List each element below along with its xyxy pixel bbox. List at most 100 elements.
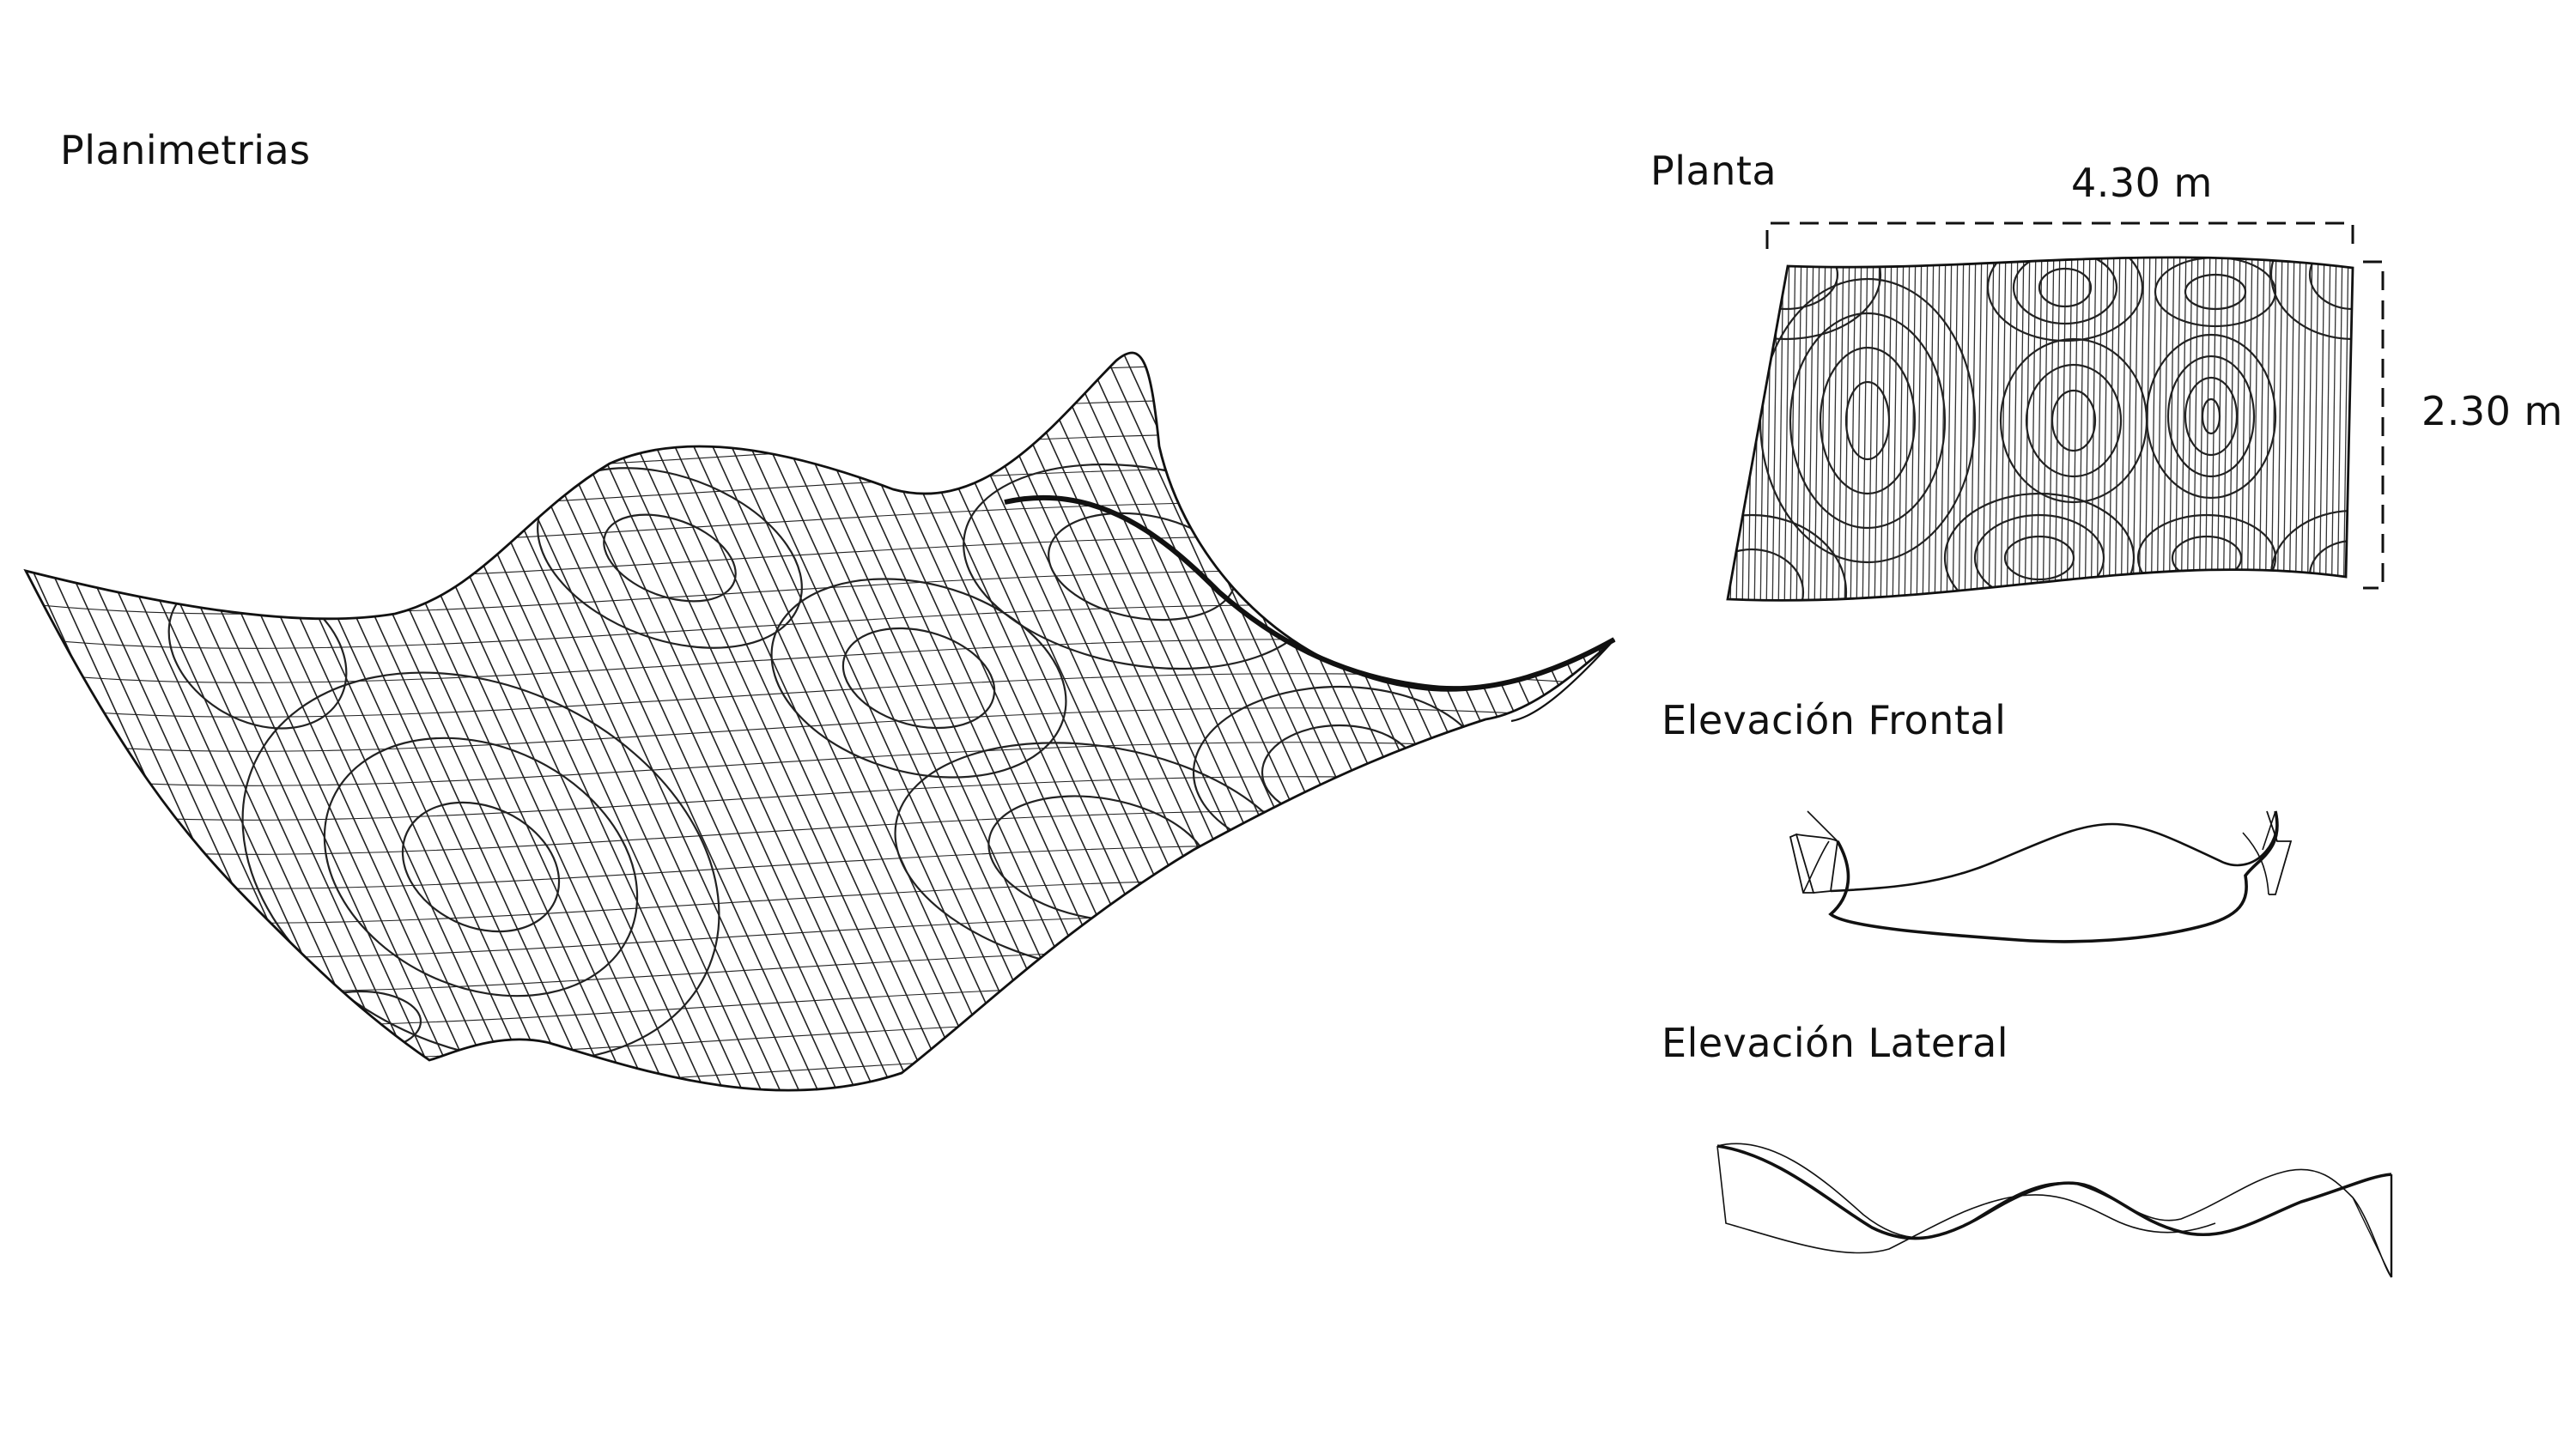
plan-hatch-line xyxy=(1970,257,1977,601)
plan-hatch-line xyxy=(2294,257,2301,601)
plan-hatch-line xyxy=(2096,257,2103,601)
plan-hatch-line xyxy=(1718,240,1723,618)
plan-hatch-line xyxy=(2012,257,2019,601)
main-title: Planimetrias xyxy=(60,127,311,173)
plan-hatch-line xyxy=(1850,257,1856,601)
surface-mesh-line xyxy=(26,352,56,1091)
surface-mesh-line xyxy=(392,352,755,1091)
plan-height-dimension-line xyxy=(2363,260,2385,590)
surface-mesh-line xyxy=(52,352,415,1091)
plan-hatch-line xyxy=(2066,257,2073,601)
plan-hatch-line xyxy=(1765,257,1772,601)
plan-hatch-line xyxy=(2216,257,2223,601)
surface-mesh-line xyxy=(185,352,547,1091)
surface-mesh-line xyxy=(26,536,1614,580)
plan-hatch-line xyxy=(2324,257,2331,601)
surface-mesh-line xyxy=(1072,352,1435,1091)
plan-hatch-line xyxy=(1898,257,1905,601)
surface-mesh-line xyxy=(506,352,868,1091)
plan-hatch-line xyxy=(1958,257,1965,601)
plan-hatch-line xyxy=(2174,257,2181,601)
plan-hatch-line xyxy=(1741,257,1748,601)
surface-mesh-line xyxy=(1337,352,1614,1091)
plan-outline xyxy=(1726,256,2354,602)
surface-mesh-line xyxy=(26,639,1614,683)
surface-mesh-line xyxy=(1110,352,1473,1091)
plan-hatch-line xyxy=(2270,257,2277,601)
surface-mesh-line xyxy=(26,879,1614,924)
plan-hatch-line xyxy=(2336,257,2343,601)
plan-view xyxy=(1718,221,2385,618)
plan-hatch-line xyxy=(1862,257,1868,601)
plan-hatch-line xyxy=(2060,257,2067,601)
plan-hatch-line xyxy=(1856,257,1862,601)
plan-width-dimension-line xyxy=(1765,221,2354,249)
plan-hatch-line xyxy=(2342,257,2349,601)
plan-hatch-line xyxy=(2084,257,2091,601)
surface-mesh-line xyxy=(1054,352,1416,1091)
surface-mesh-line xyxy=(959,352,1321,1091)
surface-mesh-line xyxy=(525,352,887,1091)
plan-hatch-line xyxy=(1946,257,1953,601)
plan-hatch-line xyxy=(1735,257,1742,601)
surface-mesh-line xyxy=(147,352,509,1091)
plan-hatch-line xyxy=(1934,257,1941,601)
plan-hatch-line xyxy=(1838,257,1844,601)
plan-hatch-line xyxy=(1892,257,1899,601)
plan-hatch-line xyxy=(2186,257,2193,601)
surface-mesh-line xyxy=(317,352,679,1091)
surface-mesh-line xyxy=(26,352,1614,374)
plan-title: Planta xyxy=(1650,148,1777,194)
surface-mesh-line xyxy=(26,1016,1614,1061)
surface-mesh-line xyxy=(26,352,226,1091)
plan-hatch-line xyxy=(1910,257,1917,601)
plan-hatch-line xyxy=(2156,257,2163,601)
plan-hatch-line xyxy=(1988,257,1995,601)
surface-mesh-line xyxy=(336,352,698,1091)
surface-mesh-line xyxy=(26,352,188,1091)
plan-hatch-line xyxy=(1904,257,1911,601)
surface-mesh-line xyxy=(657,352,1019,1091)
surface-mesh-line xyxy=(26,398,1614,443)
plan-hatch-line xyxy=(2114,257,2121,601)
surface-mesh-line xyxy=(26,845,1614,889)
plan-hatch-line xyxy=(2306,257,2313,601)
surface-crest-line xyxy=(1004,494,1616,692)
plan-height-label: 2.30 m xyxy=(2421,388,2563,434)
surface-mesh-line xyxy=(0,326,17,1116)
plan-hatch-line xyxy=(1928,257,1935,601)
surface-mesh-line xyxy=(732,352,1095,1091)
surface-mesh-line xyxy=(26,352,37,1091)
plan-hatch-line xyxy=(2000,257,2007,601)
plan-hatch-line xyxy=(1982,257,1989,601)
plan-hatch-line xyxy=(1880,257,1886,601)
surface-mesh-line xyxy=(1224,352,1586,1091)
plan-hatch-line xyxy=(2228,257,2235,601)
surface-mesh-line xyxy=(166,352,528,1091)
surface-mesh-line xyxy=(600,352,963,1091)
plan-hatch-line xyxy=(2246,257,2253,601)
plan-hatch-line xyxy=(1728,257,1730,601)
plan-hatch-line xyxy=(2198,257,2205,601)
plan-hatch-line xyxy=(2030,257,2037,601)
surface-mesh-line xyxy=(449,352,811,1091)
surface-mesh-line xyxy=(902,352,1265,1091)
surface-mesh-line xyxy=(1280,352,1614,1091)
plan-hatch-line xyxy=(2108,257,2115,601)
surface-mesh-line xyxy=(1318,352,1614,1091)
surface-mesh-line xyxy=(26,707,1614,752)
plan-hatch-line xyxy=(2312,257,2319,601)
plan-hatch-line xyxy=(2054,257,2061,601)
surface-mesh-line xyxy=(26,352,207,1091)
plan-hatch-line xyxy=(2036,257,2043,601)
plan-hatch-line xyxy=(2078,257,2085,601)
surface-mesh-line xyxy=(26,352,377,1091)
surface-mesh-line xyxy=(468,352,830,1091)
plan-hatch-line xyxy=(2258,257,2265,601)
surface-mesh-line xyxy=(751,352,1114,1091)
plan-hatch-line xyxy=(1964,257,1971,601)
plan-hatch-line xyxy=(2150,257,2157,601)
surface-mesh-line xyxy=(241,352,604,1091)
plan-hatch-line xyxy=(2120,257,2127,601)
